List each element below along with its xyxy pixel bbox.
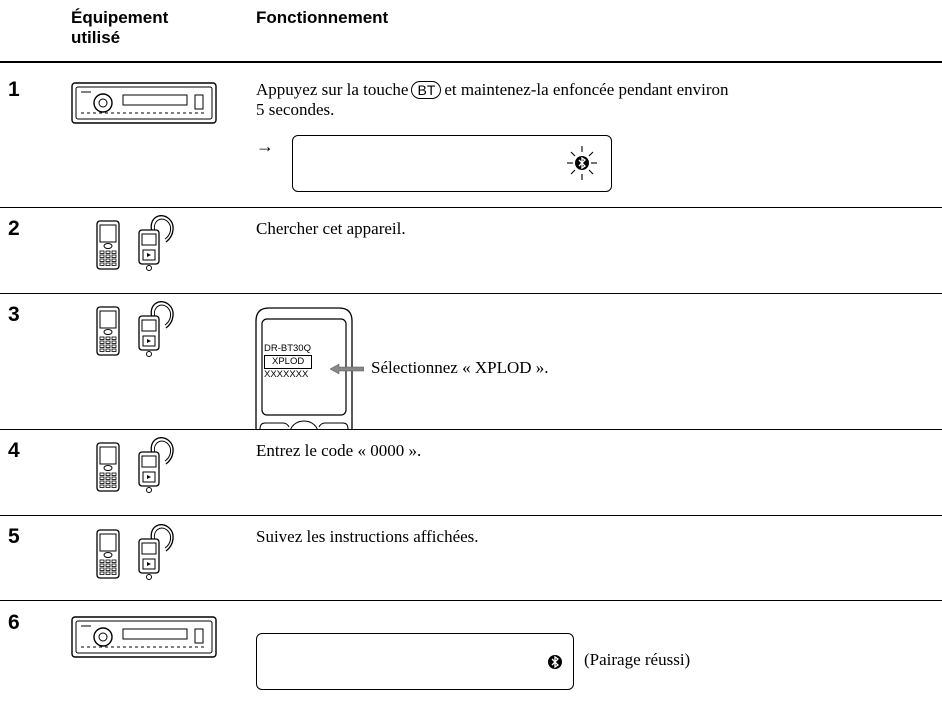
pointer-arrow-icon — [330, 363, 364, 375]
screen-line-other: XXXXXXX — [264, 369, 309, 380]
header-equipment: Équipement utilisé — [71, 8, 168, 48]
step-2-text: Chercher cet appareil. — [256, 219, 406, 238]
step-number: 3 — [8, 303, 20, 326]
step-6-text: (Pairage réussi) — [584, 650, 691, 669]
display-panel — [292, 135, 612, 192]
step-1-text-a: Appuyez sur la touche — [256, 80, 409, 99]
mobile-phone-icon — [96, 220, 120, 270]
step-number: 1 — [8, 78, 20, 101]
music-player-headphones-icon — [138, 215, 174, 272]
header-equipment-line2: utilisé — [71, 28, 121, 47]
phone-screen-illustration: DR-BT30Q XPLOD XXXXXXX — [255, 307, 353, 429]
bluetooth-flashing-icon — [567, 146, 597, 180]
bluetooth-icon — [547, 654, 563, 670]
step-1-text-c: 5 secondes. — [256, 100, 335, 119]
step-5-text: Suivez les instructions affichées. — [256, 527, 479, 546]
music-player-headphones-icon — [138, 437, 174, 494]
step-number: 4 — [8, 439, 20, 462]
music-player-headphones-icon — [138, 301, 174, 358]
step-number: 6 — [8, 611, 20, 634]
row-divider — [0, 515, 942, 516]
step-3-text: Sélectionnez « XPLOD ». — [371, 358, 549, 377]
step-4-text: Entrez le code « 0000 ». — [256, 441, 422, 460]
row-divider — [0, 293, 942, 294]
mobile-phone-icon — [96, 442, 120, 492]
music-player-headphones-icon — [138, 524, 174, 581]
header-equipment-line1: Équipement — [71, 8, 169, 27]
screen-line-xplod: XPLOD — [264, 355, 313, 369]
display-panel — [256, 633, 574, 690]
bt-key-icon: BT — [411, 81, 442, 99]
screen-line-device: DR-BT30Q — [264, 343, 311, 354]
header-divider — [0, 61, 942, 63]
row-divider — [0, 600, 942, 601]
mobile-phone-icon — [96, 306, 120, 356]
car-stereo-icon — [71, 82, 217, 124]
step-number: 2 — [8, 217, 20, 240]
step-1-text-b: et maintenez-la enfoncée pendant environ — [444, 80, 729, 99]
header-operation: Fonctionnement — [256, 8, 389, 27]
car-stereo-icon — [71, 616, 217, 658]
mobile-phone-icon — [96, 529, 120, 579]
step-number: 5 — [8, 525, 20, 548]
row-divider — [0, 429, 942, 430]
arrow-icon: → — [256, 136, 274, 156]
row-divider — [0, 207, 942, 208]
